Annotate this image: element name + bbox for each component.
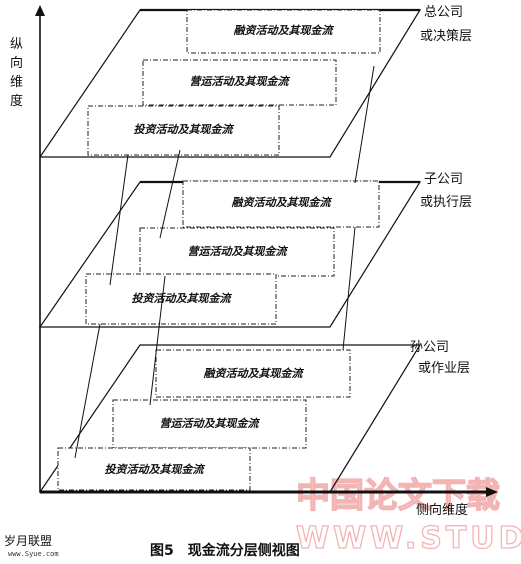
box-operating-label: 营运活动及其现金流 <box>160 417 261 430</box>
watermark-en: WWW.STUDA. <box>296 521 521 556</box>
connector-operating-mid <box>149 275 166 406</box>
connector-operating-top <box>159 149 181 239</box>
box-financing <box>182 180 380 228</box>
vertical-axis-label: 纵 向 维 度 <box>10 37 23 109</box>
vertical-axis-arrow <box>35 5 45 16</box>
logo-text: 岁月联盟 <box>4 533 52 548</box>
box-financing-label: 融资活动及其现金流 <box>232 196 333 209</box>
level-subtitle-headquarters: 或决策层 <box>420 28 472 44</box>
level-subtitle-sub-subsidiary: 或作业层 <box>418 361 470 376</box>
box-operating <box>142 59 337 106</box>
level-headquarters: 融资活动及其现金流 营运活动及其现金流 投资活动及其现金流 总公司 或决策层 <box>38 5 472 158</box>
connector-investing-top <box>109 154 129 286</box>
watermark-cn: 中国论文下载 <box>296 476 500 516</box>
level-title-sub-subsidiary: 孙公司 <box>410 340 449 355</box>
box-investing-label: 投资活动及其现金流 <box>132 292 233 305</box>
vertical-axis-label-char-1: 纵 <box>10 37 23 52</box>
vertical-axis-label-char-2: 向 <box>10 55 23 71</box>
box-investing <box>57 447 251 491</box>
vertical-axis-label-char-3: 维 <box>10 75 23 90</box>
box-investing <box>87 105 280 156</box>
box-financing <box>186 9 381 54</box>
horizontal-axis-arrow <box>486 487 498 497</box>
plane-sub-subsidiary <box>38 344 422 493</box>
box-investing-label: 投资活动及其现金流 <box>105 463 206 476</box>
box-investing <box>85 273 277 325</box>
level-title-subsidiary: 子公司 <box>424 172 463 187</box>
box-investing-label: 投资活动及其现金流 <box>134 123 235 136</box>
vertical-axis-label-char-4: 度 <box>10 93 23 109</box>
box-operating-label: 营运活动及其现金流 <box>188 245 289 258</box>
box-financing <box>155 349 351 398</box>
level-sub-subsidiary: 融资活动及其现金流 营运活动及其现金流 投资活动及其现金流 孙公司 或作业层 <box>38 340 470 493</box>
box-financing-label: 融资活动及其现金流 <box>204 367 305 380</box>
level-title-headquarters: 总公司 <box>424 5 463 20</box>
box-operating-label: 营运活动及其现金流 <box>190 75 291 88</box>
level-connectors <box>74 65 375 459</box>
level-subtitle-subsidiary: 或执行层 <box>420 195 472 210</box>
connector-financing-top <box>354 65 375 184</box>
connector-financing-mid <box>342 226 356 351</box>
logo-url: www.Syue.com <box>8 550 59 558</box>
box-operating <box>112 399 307 449</box>
horizontal-axis-label: 侧向维度 <box>416 502 468 518</box>
connector-investing-mid <box>74 323 101 459</box>
box-operating <box>139 227 335 277</box>
level-subsidiary: 融资活动及其现金流 营运活动及其现金流 投资活动及其现金流 子公司 或执行层 <box>38 172 472 328</box>
figure-caption: 图5 现金流分层侧视图 <box>150 542 300 559</box>
box-financing-label: 融资活动及其现金流 <box>234 24 335 37</box>
